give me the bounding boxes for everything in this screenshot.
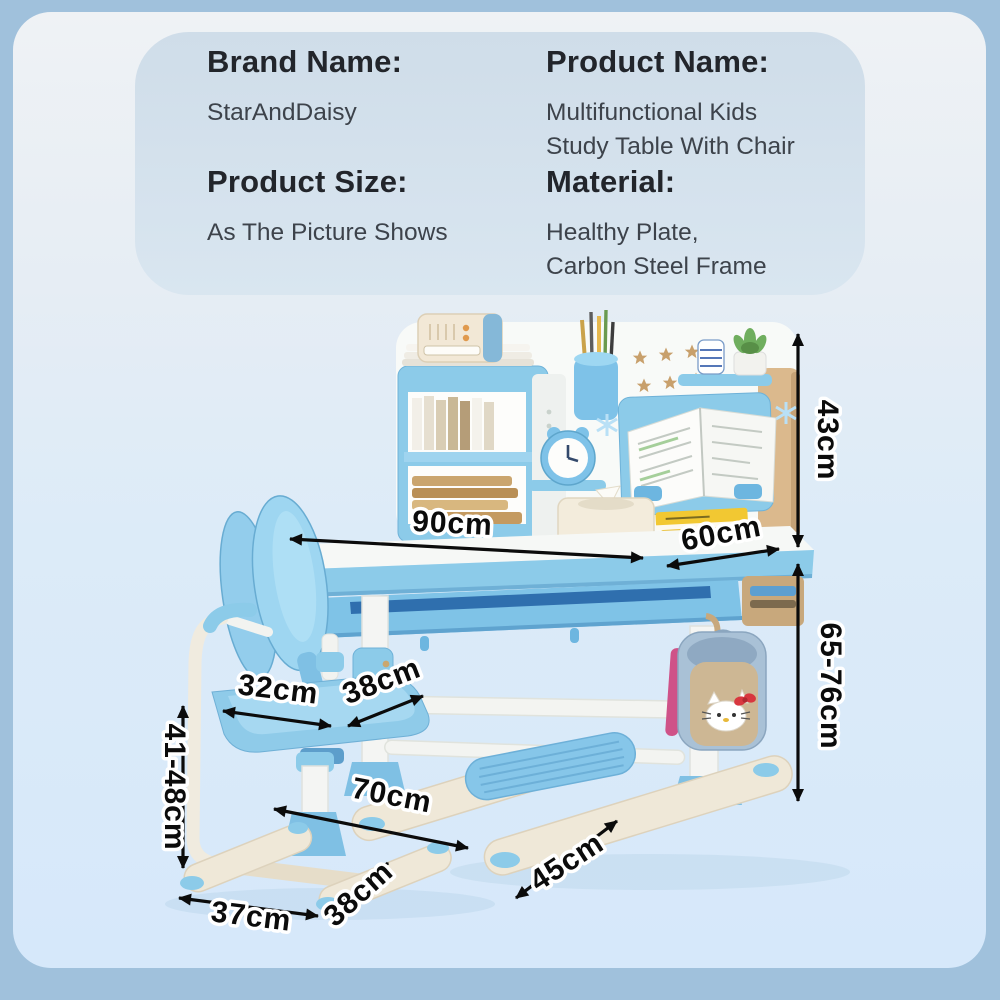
- dim-seat-depth-line: [347, 694, 424, 728]
- product-name-label: Product Name:: [546, 44, 770, 79]
- footrest: [464, 732, 636, 801]
- alarm-clock: [528, 427, 606, 491]
- content-area: Brand Name: StarAndDaisy Product Name: M…: [13, 12, 986, 968]
- snowflake-decal-left: [596, 414, 618, 436]
- dim-chair-base-width-line: [178, 893, 319, 921]
- dim-desktop-width-label: 90cm: [411, 505, 493, 542]
- plant-pot: [733, 351, 767, 376]
- dim-desk-height-label: 65-76cm: [814, 622, 847, 749]
- dim-desktop-width-line: [289, 533, 644, 564]
- backpack: [665, 613, 767, 751]
- brand-label: Brand Name:: [207, 44, 403, 79]
- dim-chair-base-depth-line: [337, 861, 390, 910]
- drawer: [318, 580, 742, 651]
- dim-chair-height-label: 41-48cm: [158, 723, 191, 850]
- succulent-plant: [733, 328, 767, 354]
- kitty-bow: [734, 693, 756, 706]
- product-name-line2: Study Table With Chair: [546, 133, 795, 160]
- product-name-field: Product Name: Multifunctional Kids Study…: [546, 44, 795, 164]
- brand-field: Brand Name: StarAndDaisy: [207, 44, 402, 130]
- tilt-mechanism: [742, 576, 804, 626]
- material-line1: Healthy Plate,: [546, 219, 699, 246]
- dim-seat-width-line: [222, 706, 332, 731]
- product-name-line1: Multifunctional Kids: [546, 99, 758, 126]
- dim-desk-base-depth-line: [515, 819, 618, 900]
- book-stand: [596, 392, 797, 516]
- dim-hutch-height-label: 43cm: [811, 400, 844, 481]
- book-clip-right: [734, 484, 762, 499]
- product-illustration: 90cm 60cm 43cm 65-76cm 32cm 38cm 41-48cm…: [155, 309, 850, 941]
- material-line2: Carbon Steel Frame: [546, 253, 767, 280]
- material-value: Healthy Plate, Carbon Steel Frame: [546, 216, 767, 284]
- chair-handle: [186, 602, 273, 873]
- product-size-value: As The Picture Shows: [207, 219, 448, 246]
- bookshelf: [397, 344, 566, 543]
- leg-beam: [387, 695, 689, 719]
- material-label: Material:: [546, 164, 676, 199]
- desk-hutch: [258, 309, 814, 876]
- radio: [417, 313, 503, 363]
- dim-desktop-depth-line: [666, 544, 780, 571]
- product-name-value: Multifunctional Kids Study Table With Ch…: [546, 96, 795, 164]
- material-field: Material: Healthy Plate, Carbon Steel Fr…: [546, 164, 767, 284]
- product-size-field: Product Size: As The Picture Shows: [207, 164, 448, 250]
- dim-leg-span-line: [273, 805, 469, 852]
- product-info-card: Brand Name: StarAndDaisy Product Name: M…: [135, 32, 865, 295]
- brand-value: StarAndDaisy: [207, 99, 357, 126]
- hello-kitty-face: [701, 688, 756, 732]
- pen-cup: [574, 309, 618, 420]
- product-size-label: Product Size:: [207, 164, 408, 199]
- hutch-top-shelf: [678, 328, 772, 386]
